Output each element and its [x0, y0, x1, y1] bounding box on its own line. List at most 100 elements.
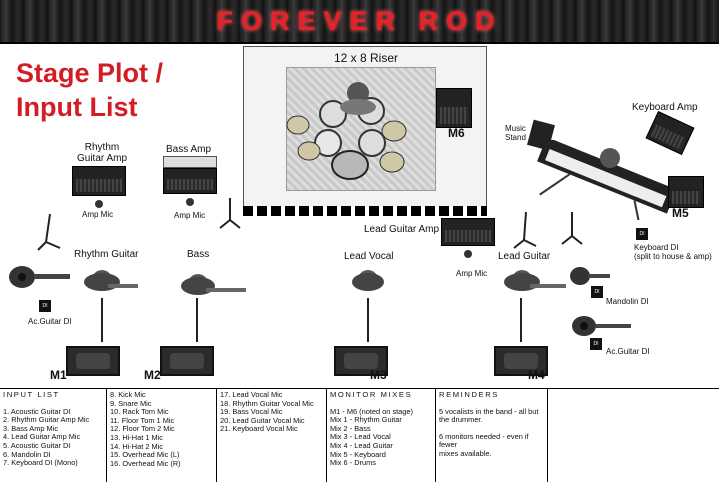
music-stand-label-line2: Stand — [505, 133, 526, 142]
bass-player-label: Bass — [187, 249, 210, 260]
input-item: 6. Mandolin DI — [3, 449, 51, 459]
input-list-heading: INPUT LIST — [3, 390, 60, 399]
monitor-mix-item: Mix 2 - Bass — [330, 423, 371, 433]
riser-label: 12 x 8 Riser — [333, 51, 399, 65]
di-box-icon: DI — [590, 338, 602, 350]
guitar-stand-icon — [513, 211, 537, 249]
input-item: 20. Lead Guitar Vocal Mic — [220, 415, 305, 425]
input-item: 10. Rack Tom Mic — [110, 407, 169, 417]
monitor-m6-wedge — [436, 88, 472, 128]
monitor-mixes-col: MONITOR MIXES M1 - M6 (noted on stage) M… — [327, 389, 436, 482]
input-item: 19. Bass Vocal Mic — [220, 407, 283, 417]
input-item: 14. Hi-Hat 2 Mic — [110, 441, 163, 451]
drum-kit-icon — [286, 82, 407, 180]
acoustic-guitar-icon — [572, 316, 631, 336]
input-item: 1. Acoustic Guitar DI — [3, 406, 71, 416]
mic-stand-icon — [196, 298, 198, 342]
music-stand-label: Music Stand — [505, 124, 526, 142]
input-item: 3. Bass Amp Mic — [3, 423, 59, 433]
mic-stand-icon — [367, 298, 369, 342]
lead-vocal-label: Lead Vocal — [344, 251, 394, 262]
keyboard-amp-label: Keyboard Amp — [632, 102, 698, 113]
curtain-banner — [0, 0, 719, 44]
input-list-col-3: 17. Lead Vocal Mic 18. Rhythm Guitar Voc… — [217, 389, 327, 482]
bass-amp-head — [163, 156, 217, 168]
monitor-m3-wedge — [334, 346, 388, 376]
page-title: Stage Plot / Input List — [16, 56, 163, 124]
reminders-col: REMINDERS 5 vocalists in the band - all … — [436, 389, 548, 482]
monitor-m5-label: M5 — [672, 206, 689, 220]
reminder-text: 6 monitors needed - even if fewer — [439, 431, 529, 450]
rhythm-amp-label-line2: Guitar Amp — [76, 153, 128, 164]
bass-amp-cabinet — [163, 168, 217, 194]
input-item: 18. Rhythm Guitar Vocal Mic — [220, 398, 314, 408]
input-item: 5. Acoustic Guitar DI — [3, 440, 71, 450]
monitor-m4-label: M4 — [528, 368, 545, 382]
input-item: 11. Floor Tom 1 Mic — [110, 415, 175, 425]
lead-vocalist-icon — [352, 270, 384, 291]
monitor-mixes-heading: MONITOR MIXES — [330, 390, 413, 399]
keyboard-di-label: Keyboard DI (split to house & amp) — [634, 243, 712, 261]
di-box-icon: DI — [591, 286, 603, 298]
drum-riser: 12 x 8 Riser — [243, 46, 487, 208]
page-title-line2: Input List — [16, 92, 138, 122]
input-item: 2. Rhythm Guitar Amp Mic — [3, 415, 90, 425]
monitor-m3-label: M3 — [370, 368, 387, 382]
monitor-mix-item: Mix 1 - Rhythm Guitar — [330, 415, 402, 425]
reminder-text: mixes available. — [439, 448, 492, 458]
rhythm-guitar-label: Rhythm Guitar — [74, 249, 139, 260]
keyboard-di-label-line2: (split to house & amp) — [634, 252, 712, 261]
amp-mic-label-2: Amp Mic — [174, 211, 206, 220]
input-item: 8. Kick Mic — [110, 390, 146, 399]
empty-col — [548, 389, 719, 482]
rhythm-guitarist-icon — [84, 270, 138, 291]
input-item: 7. Keyboard DI (Mono) — [3, 458, 78, 468]
guitar-stand-icon — [37, 213, 61, 251]
monitor-mix-item: Mix 3 - Lead Vocal — [330, 432, 391, 442]
keyboard-icon — [537, 140, 677, 220]
reminders-heading: REMINDERS — [439, 390, 499, 399]
keyboard-di-label-line1: Keyboard DI — [634, 243, 679, 252]
mic-stand-icon — [219, 198, 241, 229]
lead-guitar-amp — [441, 218, 495, 246]
di-box-icon: DI — [636, 228, 648, 240]
input-list-col-1: INPUT LIST 1. Acoustic Guitar DI 2. Rhyt… — [0, 389, 107, 482]
ac-guitar-di-left-label: Ac.Guitar DI — [28, 317, 72, 326]
amp-mic-label-1: Amp Mic — [82, 210, 114, 219]
bass-player-icon — [181, 274, 246, 295]
input-item: 4. Lead Guitar Amp Mic — [3, 432, 81, 442]
input-list-col-2: 8. Kick Mic 9. Snare Mic 10. Rack Tom Mi… — [107, 389, 217, 482]
music-stand-label-line1: Music — [505, 124, 526, 133]
di-box-icon: DI — [39, 300, 51, 312]
monitor-m1-label: M1 — [50, 368, 67, 382]
stage-edge — [243, 206, 487, 216]
amp-mic-icon — [95, 200, 103, 208]
ac-guitar-di-right-label: Ac.Guitar DI — [606, 347, 650, 356]
input-item: 21. Keyboard Vocal Mic — [220, 424, 298, 434]
amp-mic-icon — [186, 198, 194, 206]
input-item: 13. Hi-Hat 1 Mic — [110, 432, 163, 442]
input-item: 16. Overhead Mic (R) — [110, 458, 181, 468]
monitor-mix-item: Mix 4 - Lead Guitar — [330, 440, 393, 450]
input-item: 15. Overhead Mic (L) — [110, 450, 180, 460]
monitor-mix-item: M1 - M6 (noted on stage) — [330, 406, 413, 416]
mic-stand-icon — [561, 212, 583, 245]
mandolin-di-label: Mandolin DI — [606, 297, 649, 306]
page-title-line1: Stage Plot / — [16, 58, 164, 88]
rhythm-guitar-amp — [72, 166, 126, 196]
input-item: 17. Lead Vocal Mic — [220, 390, 283, 399]
lead-guitarist-icon — [504, 270, 566, 291]
monitor-mix-item: Mix 5 - Keyboard — [330, 449, 386, 459]
rhythm-amp-label-line1: Rhythm — [84, 142, 120, 153]
input-list-grid: INPUT LIST 1. Acoustic Guitar DI 2. Rhyt… — [0, 388, 719, 482]
band-name: FOREVER ROD — [216, 6, 503, 36]
amp-mic-label-3: Amp Mic — [456, 269, 488, 278]
mandolin-icon — [570, 267, 610, 285]
lead-guitar-label: Lead Guitar — [498, 251, 551, 262]
bass-amp-label: Bass Amp — [166, 144, 212, 155]
acoustic-guitar-icon — [9, 266, 70, 288]
amp-mic-icon — [464, 250, 472, 258]
monitor-m5-wedge — [668, 176, 704, 208]
monitor-m1-wedge — [66, 346, 120, 376]
reminder-text: the drummer. — [439, 415, 483, 425]
